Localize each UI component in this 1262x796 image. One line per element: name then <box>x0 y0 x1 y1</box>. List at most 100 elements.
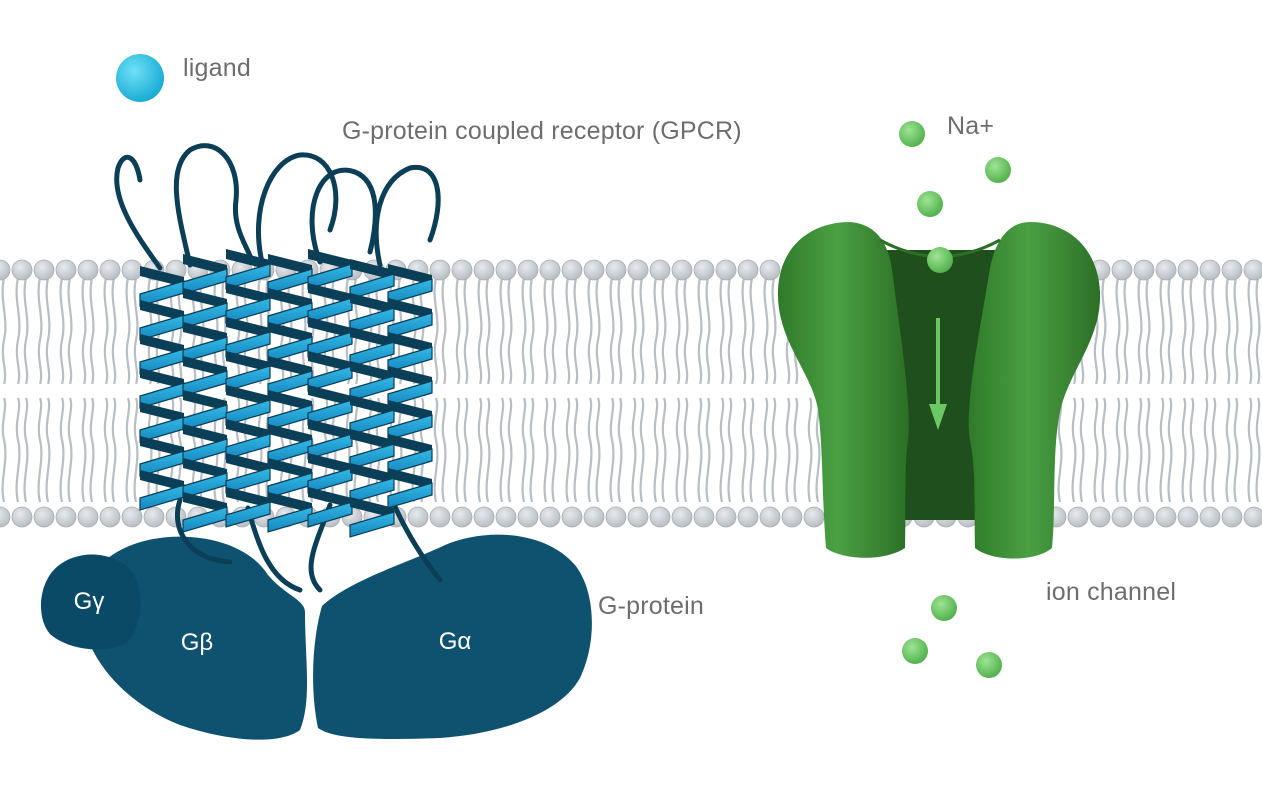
helix-back-ribbon <box>388 366 432 387</box>
lipid-tail <box>1167 277 1173 385</box>
lipid-tail <box>521 397 527 503</box>
helix-back-ribbon <box>308 249 352 270</box>
sodium-label: Na+ <box>947 112 995 140</box>
lipid-head <box>539 259 561 281</box>
lipid-tail <box>705 397 711 503</box>
lipid-tail <box>89 277 95 385</box>
lipid-tail <box>463 397 469 503</box>
lipid-tail <box>1255 277 1261 385</box>
lipid-tail <box>1137 397 1143 503</box>
lipid-head <box>429 259 451 281</box>
lipid-tail <box>587 277 593 385</box>
lipid-tail <box>485 277 491 385</box>
lipid-tail <box>1233 277 1239 385</box>
lipid-tail <box>609 397 615 503</box>
lipid-tail <box>59 397 65 503</box>
helix-back-ribbon <box>268 424 312 445</box>
lipid-head <box>77 506 99 528</box>
gpcr-helix <box>387 264 433 509</box>
lipid-tail <box>81 397 87 503</box>
helix-back-ribbon <box>308 317 352 338</box>
lipid-tail <box>45 277 51 385</box>
helix-back-ribbon <box>268 254 312 275</box>
helix-back-ribbon <box>350 429 394 450</box>
lipid-head <box>605 506 627 528</box>
lipid-tail <box>763 277 769 385</box>
lipid-head <box>671 259 693 281</box>
helix-back-ribbon <box>308 385 352 406</box>
helix-back-ribbon <box>183 288 227 309</box>
lipid-tail <box>543 277 549 385</box>
lipid-tail <box>639 277 645 385</box>
lipid-tail <box>683 397 689 503</box>
lipid-head <box>495 506 517 528</box>
lipid-tail <box>675 397 681 503</box>
lipid-head <box>0 506 11 528</box>
gpcr-helix <box>225 249 271 528</box>
sodium-ion-icon <box>927 247 953 273</box>
lipid-tail <box>727 397 733 503</box>
helix-back-ribbon <box>388 400 432 421</box>
lipid-head <box>429 506 451 528</box>
lipid-tail <box>565 277 571 385</box>
helix-back-ribbon <box>140 266 184 287</box>
lipid-head <box>473 259 495 281</box>
helix-back-ribbon <box>140 402 184 423</box>
lipid-head <box>33 259 55 281</box>
lipid-tail <box>587 397 593 503</box>
lipid-head <box>99 506 121 528</box>
lipid-tail <box>749 397 755 503</box>
lipid-tail <box>477 277 483 385</box>
helix-back-ribbon <box>226 453 270 474</box>
helix-back-ribbon <box>308 283 352 304</box>
lipid-head <box>495 259 517 281</box>
lipid-tail <box>15 277 21 385</box>
lipid-tail <box>125 277 131 385</box>
helix-back-ribbon <box>308 453 352 474</box>
lipid-tail <box>727 277 733 385</box>
helix-back-ribbon <box>388 434 432 455</box>
gpcr-helix <box>349 259 395 538</box>
lipid-head <box>99 259 121 281</box>
lipid-tail <box>353 397 359 503</box>
lipid-tail <box>785 397 791 503</box>
lipid-tail <box>719 397 725 503</box>
lipid-tail <box>741 277 747 385</box>
helix-front-ribbon <box>387 482 433 509</box>
channel-right-subunit <box>968 222 1101 559</box>
helix-back-ribbon <box>388 468 432 489</box>
lipid-head <box>781 506 803 528</box>
lipid-tail <box>771 277 777 385</box>
helix-back-ribbon <box>140 470 184 491</box>
lipid-tail <box>125 397 131 503</box>
sodium-ion-icon <box>917 191 943 217</box>
lipid-head <box>1199 506 1221 528</box>
lipid-tail <box>67 397 73 503</box>
gpcr-loop <box>309 167 378 265</box>
lipid-tail <box>741 397 747 503</box>
lipid-tail <box>1145 277 1151 385</box>
ion-channel-label: ion channel <box>1046 578 1177 606</box>
helix-back-ribbon <box>268 492 312 513</box>
lipid-tail <box>529 397 535 503</box>
down-arrow-icon <box>929 404 947 430</box>
lipid-tail <box>551 397 557 503</box>
lipid-tail <box>499 397 505 503</box>
helix-back-ribbon <box>268 322 312 343</box>
lipid-tail <box>433 277 439 385</box>
lipid-tail <box>455 277 461 385</box>
helix-back-ribbon <box>388 332 432 353</box>
helix-back-ribbon <box>140 300 184 321</box>
lipid-tail <box>15 397 21 503</box>
sodium-ion-icon <box>899 121 925 147</box>
lipid-tail <box>1225 397 1231 503</box>
lipid-tail <box>477 397 483 503</box>
lipid-tail <box>485 397 491 503</box>
lipid-head <box>1155 506 1177 528</box>
g-protein-label: G-protein <box>598 592 705 620</box>
lipid-tail <box>111 277 117 385</box>
helix-back-ribbon <box>183 390 227 411</box>
lipid-tail <box>697 277 703 385</box>
lipid-tail <box>749 277 755 385</box>
